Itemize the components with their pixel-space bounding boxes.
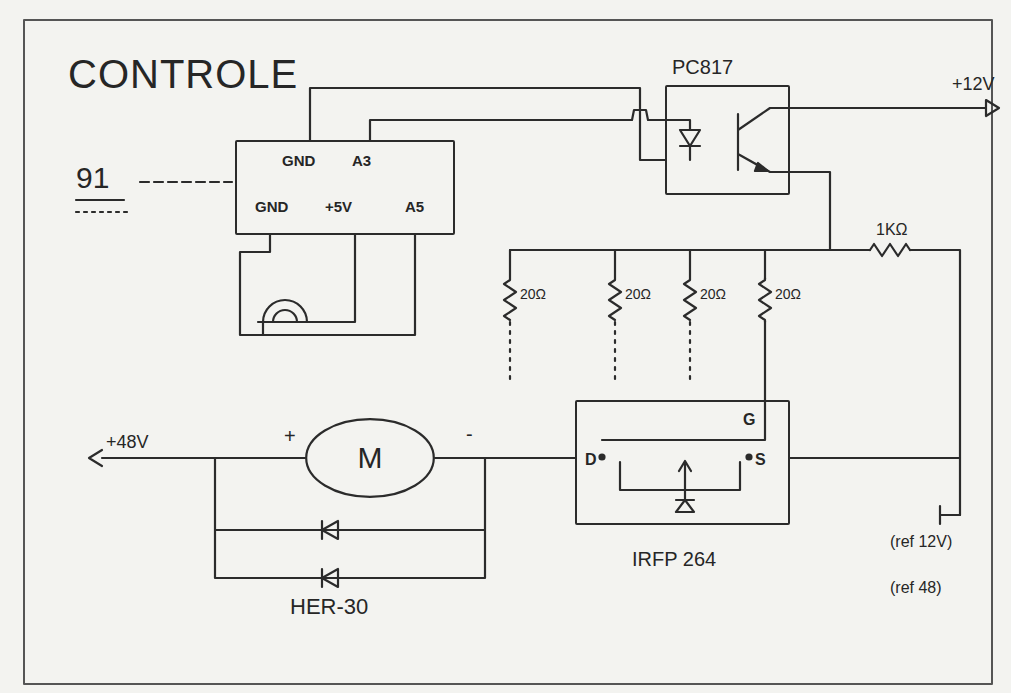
led-symbol [665,120,700,160]
potentiometer-symbol [263,300,307,322]
diode-symbol [322,521,338,539]
pin-label: A3 [352,152,371,170]
reference-note: (ref 48) [890,578,942,597]
resistor-value: 20Ω [625,286,651,303]
pin-label: D [585,450,597,469]
dangling-wire [689,322,691,385]
wire-connector [435,457,575,459]
potentiometer-symbol [273,310,297,322]
pin-label: GND [255,198,288,216]
bus-wire [830,249,870,251]
pin-label: A5 [405,198,424,216]
diagram-title: CONTROLE [68,50,298,98]
mosfet-box: DGSIRFP 264 [575,400,790,525]
dotted-underline [76,211,130,213]
polarity-sign: - [466,422,473,446]
supply-arrow [89,450,102,466]
module-box: GNDA3GND+5VA5 [235,140,455,235]
source-wire [790,457,960,459]
wire-connector [765,172,830,400]
motor-ellipse [306,419,434,497]
potentiometer-wire [240,235,415,335]
pin-label: G [743,410,755,429]
potentiometer-wire [307,235,355,322]
supply-wire [102,457,305,459]
resistor-value: 20Ω [775,286,801,303]
supply-wire [790,107,986,109]
polarity-sign: + [284,424,296,448]
resistor-value: 20Ω [520,286,546,303]
part-label: PC817 [672,55,733,79]
pin-label: GND [282,152,315,170]
supply-label: +48V [106,432,149,454]
ground-wire [910,250,960,515]
pin-label: +5V [325,198,352,216]
board-frame [24,20,992,684]
resistor-symbol [684,250,696,320]
gate-symbol [602,400,765,440]
pin-label: S [755,450,766,469]
transistor-symbol [738,108,790,172]
reference-note: (ref 12V) [890,532,952,551]
part-label: HER-30 [290,594,368,620]
wire-connector [370,110,665,140]
reference-symbol [940,506,960,524]
resistor-symbol [609,250,621,320]
resistor-symbol [870,244,910,256]
potentiometer-wire [262,322,264,335]
resistor-value: 20Ω [700,286,726,303]
dangling-wire [509,322,511,385]
diode-frame [215,458,485,578]
resistor-symbol [759,278,771,322]
signal-wire [140,181,232,183]
resistor-value: 1KΩ [876,220,908,239]
potentiometer-symbol [258,321,312,323]
dangling-wire [614,322,616,385]
bus-wire [510,249,765,251]
resistor-symbol [504,250,516,320]
pin-dot [600,455,605,460]
optocoupler-box: PC817 [665,85,790,195]
underline [76,199,124,201]
signal-label: 91 [76,160,109,196]
transistor-arrow [755,163,768,171]
body-diode-symbol [620,461,740,512]
diode-symbol [322,569,338,587]
wire-mask [756,279,774,321]
supply-arrow [986,100,999,116]
motor-circle: M [305,418,435,498]
part-label: IRFP 264 [632,547,716,571]
motor-label: M [358,440,383,476]
wire-connector [310,88,665,160]
supply-label: +12V [952,74,995,96]
pin-dot [747,455,752,460]
